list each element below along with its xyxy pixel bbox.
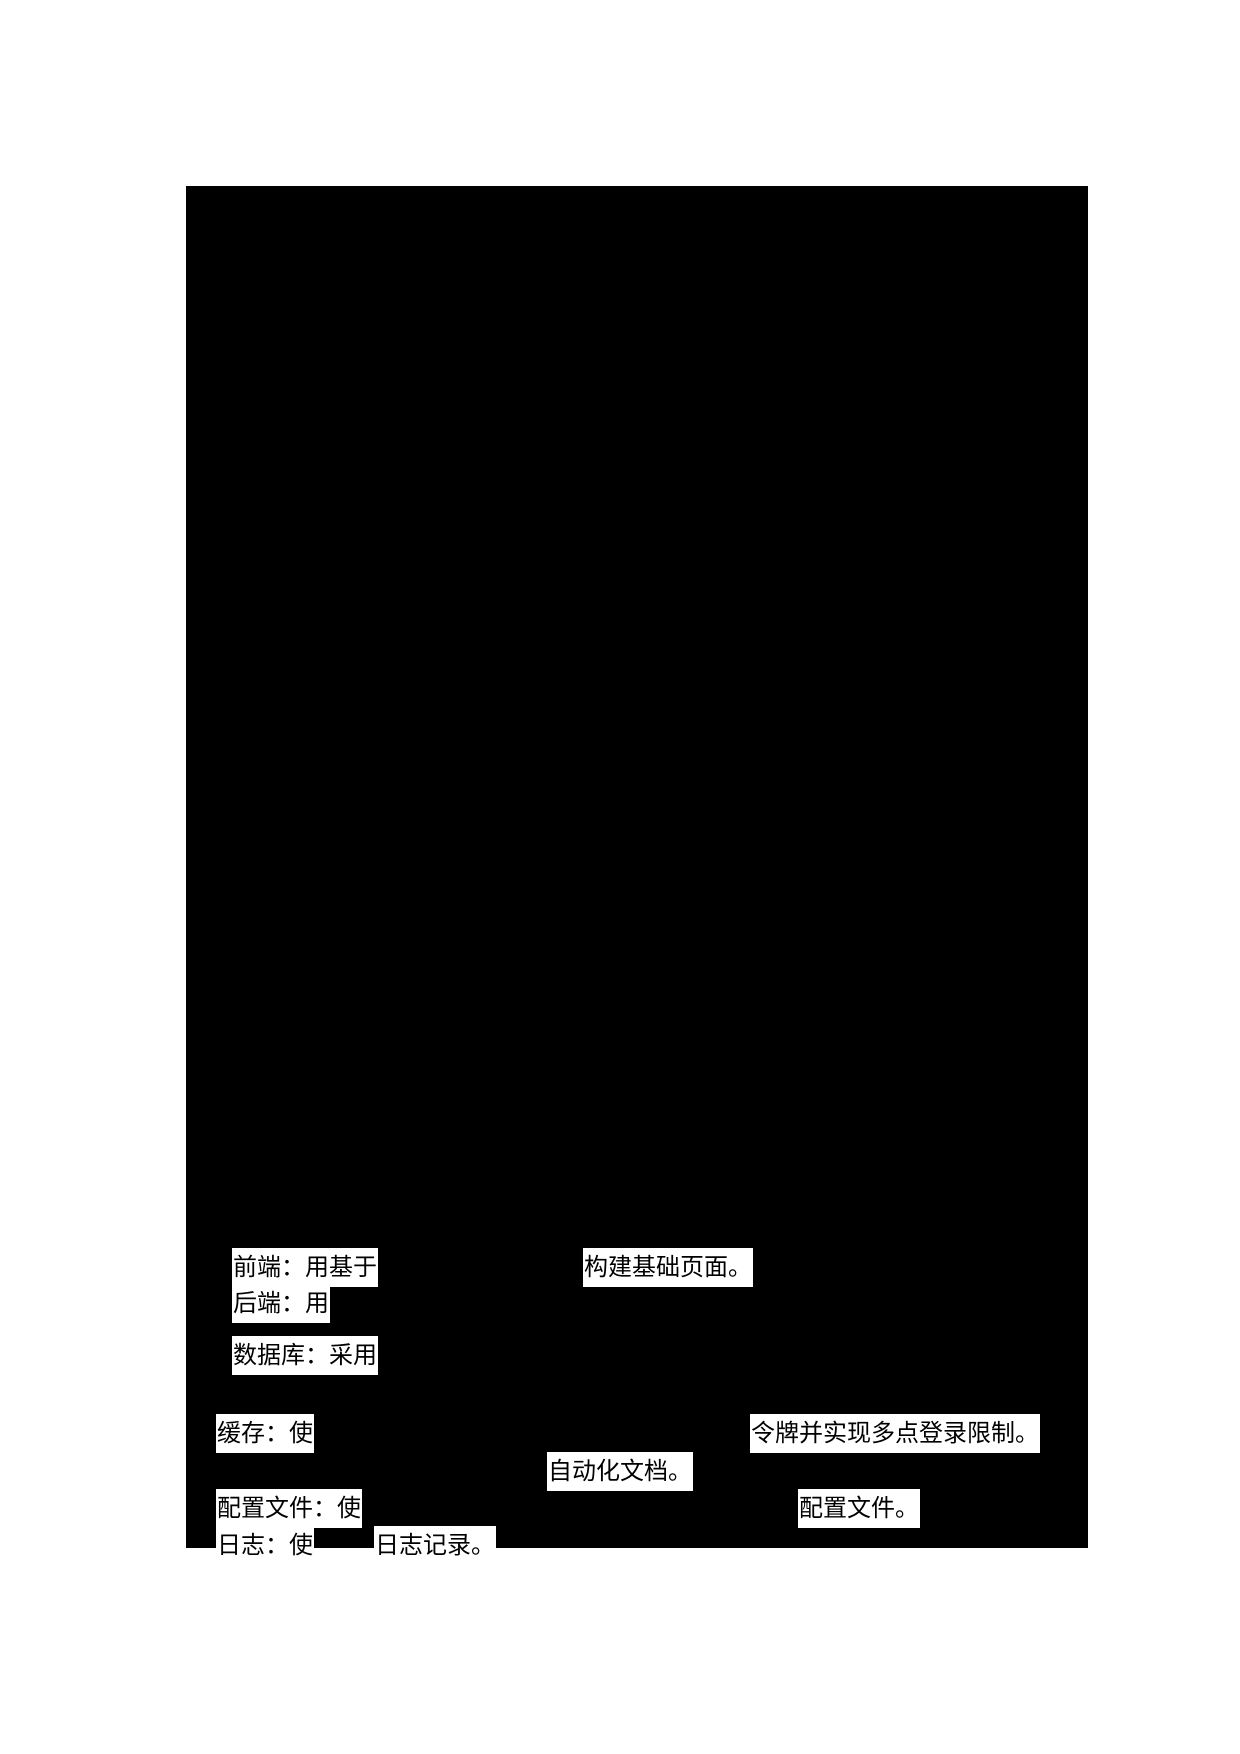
logging-prefix-text: 日志：使 <box>216 1526 314 1565</box>
text-line-backend: 后端：用 <box>232 1284 330 1323</box>
cache-prefix-text: 缓存：使 <box>216 1414 314 1453</box>
text-line-database: 数据库：采用 <box>232 1336 378 1375</box>
cache-suffix-text: 令牌并实现多点登录限制。 <box>750 1414 1040 1453</box>
config-prefix-text: 配置文件：使 <box>216 1489 362 1528</box>
text-line-config-suffix: 配置文件。 <box>798 1489 920 1528</box>
text-line-config: 配置文件：使 <box>216 1489 362 1528</box>
frontend-suffix-text: 构建基础页面。 <box>583 1248 753 1287</box>
text-line-frontend: 前端：用基于 <box>232 1248 378 1287</box>
database-prefix-text: 数据库：采用 <box>232 1336 378 1375</box>
text-line-cache-suffix: 令牌并实现多点登录限制。 <box>750 1414 1040 1453</box>
redacted-content-block: 前端：用基于 构建基础页面。 后端：用 数据库：采用 缓存：使 令牌并实现多点登… <box>186 186 1088 1565</box>
config-suffix-text: 配置文件。 <box>798 1489 920 1528</box>
docs-suffix-text: 自动化文档。 <box>547 1452 693 1491</box>
text-line-logging: 日志：使 <box>216 1526 314 1565</box>
text-line-docs: 自动化文档。 <box>547 1452 693 1491</box>
frontend-prefix-text: 前端：用基于 <box>232 1248 378 1287</box>
backend-prefix-text: 后端：用 <box>232 1284 330 1323</box>
text-line-cache: 缓存：使 <box>216 1414 314 1453</box>
logging-suffix-text: 日志记录。 <box>374 1526 496 1565</box>
text-line-logging-suffix: 日志记录。 <box>374 1526 496 1565</box>
text-line-frontend-suffix: 构建基础页面。 <box>583 1248 753 1287</box>
